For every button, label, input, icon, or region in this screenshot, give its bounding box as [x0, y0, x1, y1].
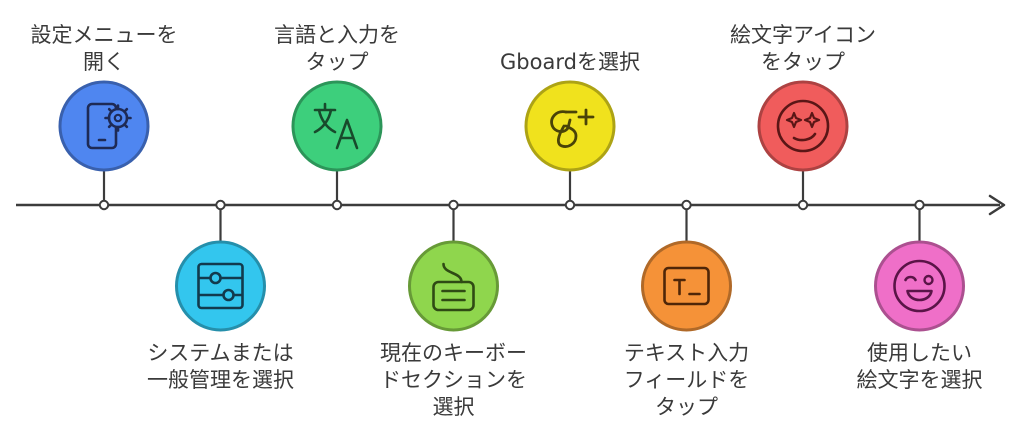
step-6-node: [681, 199, 692, 211]
step-7-circle: [757, 80, 849, 172]
step-8-node: [914, 199, 925, 211]
step-2-node: [215, 199, 226, 211]
step-2-label: システムまたは 一般管理を選択: [147, 341, 294, 392]
step-6-label: テキスト入力 フィールドを タップ: [623, 341, 750, 419]
step-8-circle: [874, 240, 965, 332]
step-7-node: [797, 199, 809, 211]
step-1-badge: [58, 80, 150, 172]
timeline-arrowhead: [988, 194, 1006, 216]
step-4-badge: [408, 240, 499, 332]
google-plus-icon: [550, 108, 595, 148]
step-6-circle: [641, 240, 732, 332]
sliders-panel-icon: [197, 262, 244, 310]
step-6-badge: [641, 240, 732, 332]
translate-icon: [313, 102, 359, 150]
step-5-badge: [524, 80, 616, 172]
step-5-node: [564, 199, 576, 211]
step-1-label: 設定メニューを 開く: [30, 23, 178, 74]
step-1-circle: [58, 80, 150, 172]
step-7-badge: [757, 80, 849, 172]
step-4-node: [448, 199, 459, 211]
step-1-node: [98, 199, 110, 211]
step-3-badge: [291, 80, 383, 172]
step-4-label: 現在のキーボー ドセクションを 選択: [380, 341, 527, 419]
step-3-circle: [291, 80, 383, 172]
step-5-label: Gboardを選択: [500, 50, 640, 74]
sparkle-smile-icon: [776, 99, 830, 153]
terminal-icon: [663, 266, 710, 306]
step-7-label: 絵文字アイコン をタップ: [730, 23, 876, 74]
step-8-badge: [874, 240, 965, 332]
wink-face-icon: [893, 259, 946, 313]
smartphone-settings-icon: [86, 102, 132, 150]
step-5-circle: [524, 80, 616, 172]
step-3-label: 言語と入力を タップ: [274, 23, 400, 74]
step-8-label: 使用したい 絵文字を選択: [856, 341, 983, 392]
keyboard-icon: [432, 262, 475, 312]
step-3-node: [331, 199, 343, 211]
step-2-circle: [175, 240, 266, 332]
step-4-circle: [408, 240, 499, 332]
step-2-badge: [175, 240, 266, 332]
